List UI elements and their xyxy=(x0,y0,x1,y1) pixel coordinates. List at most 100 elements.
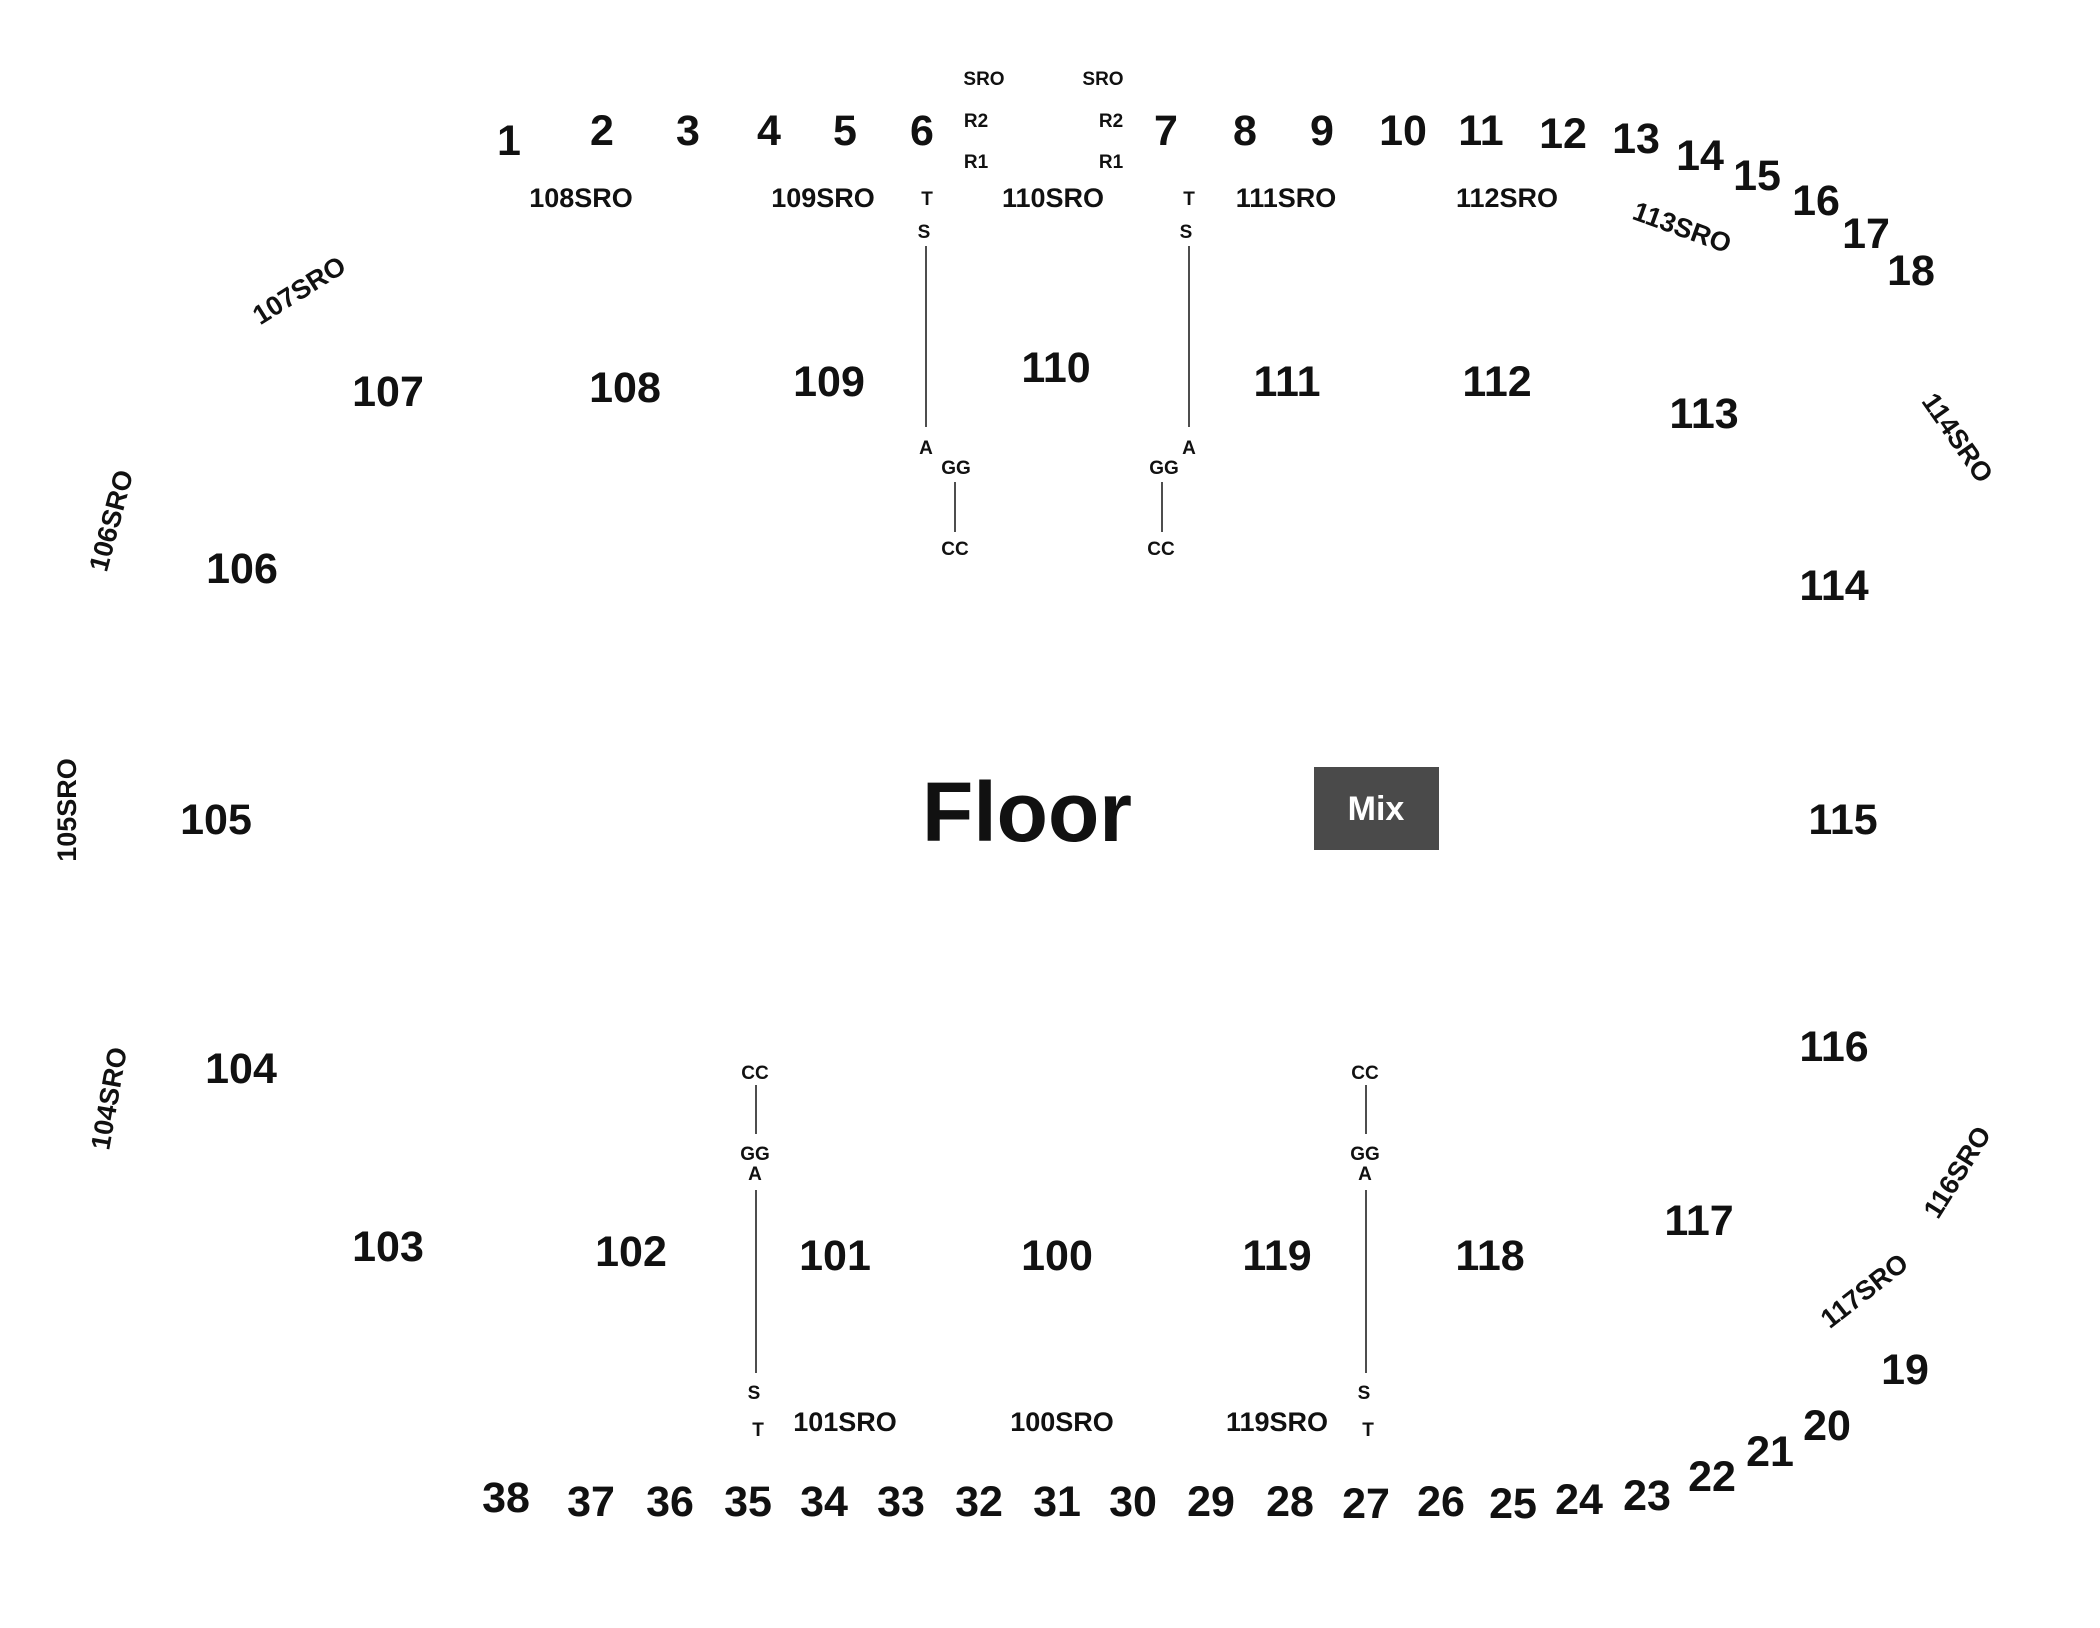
sro-112[interactable]: 112SRO xyxy=(1456,183,1558,213)
marker-s-top-right: S xyxy=(1180,222,1193,243)
row-12[interactable]: 12 xyxy=(1539,110,1587,158)
row-20[interactable]: 20 xyxy=(1803,1402,1851,1450)
sro-117[interactable]: 117SRO xyxy=(1815,1248,1914,1334)
section-110[interactable]: 110 xyxy=(1021,344,1090,392)
marker-cc-top-right: CC xyxy=(1147,539,1175,560)
marker-gg-bottom-left: GG xyxy=(740,1144,770,1165)
row-9[interactable]: 9 xyxy=(1310,107,1334,155)
row-16[interactable]: 16 xyxy=(1792,177,1840,225)
section-106[interactable]: 106 xyxy=(206,545,278,593)
marker-s-bottom-left: S xyxy=(748,1383,761,1404)
row-8[interactable]: 8 xyxy=(1233,107,1257,155)
row-4[interactable]: 4 xyxy=(757,107,781,155)
row-25[interactable]: 25 xyxy=(1489,1480,1537,1528)
section-115[interactable]: 115 xyxy=(1808,796,1877,844)
sro-105[interactable]: 105SRO xyxy=(52,758,82,862)
section-104[interactable]: 104 xyxy=(205,1045,277,1093)
marker-a-top-right: A xyxy=(1182,438,1196,459)
row-32[interactable]: 32 xyxy=(955,1478,1003,1526)
section-116[interactable]: 116 xyxy=(1799,1023,1868,1071)
marker-t-top-left: T xyxy=(921,189,933,210)
section-103[interactable]: 103 xyxy=(352,1223,424,1271)
section-119[interactable]: 119 xyxy=(1242,1232,1311,1280)
marker-s-top-left: S xyxy=(918,222,931,243)
row-7[interactable]: 7 xyxy=(1154,107,1178,155)
section-114[interactable]: 114 xyxy=(1799,562,1868,610)
sro-106[interactable]: 106SRO xyxy=(83,467,139,575)
marker-r1-left: R1 xyxy=(964,152,989,173)
marker-cc-bottom-left: CC xyxy=(741,1063,769,1084)
row-13[interactable]: 13 xyxy=(1612,115,1660,163)
floor-label: Floor xyxy=(922,765,1132,859)
row-31[interactable]: 31 xyxy=(1033,1478,1081,1526)
row-22[interactable]: 22 xyxy=(1688,1453,1736,1501)
row-10[interactable]: 10 xyxy=(1379,107,1427,155)
row-36[interactable]: 36 xyxy=(646,1478,694,1526)
row-30[interactable]: 30 xyxy=(1109,1478,1157,1526)
marker-s-bottom-right: S xyxy=(1358,1383,1371,1404)
marker-cc-top-left: CC xyxy=(941,539,969,560)
row-35[interactable]: 35 xyxy=(724,1478,772,1526)
section-113[interactable]: 113 xyxy=(1669,390,1738,438)
sro-114[interactable]: 114SRO xyxy=(1916,387,1999,488)
sro-113[interactable]: 113SRO xyxy=(1629,196,1735,259)
section-101[interactable]: 101 xyxy=(799,1232,871,1280)
row-28[interactable]: 28 xyxy=(1266,1478,1314,1526)
sro-110[interactable]: 110SRO xyxy=(1002,183,1104,213)
marker-a-bottom-right: A xyxy=(1358,1164,1372,1185)
row-19[interactable]: 19 xyxy=(1881,1346,1929,1394)
marker-t-bottom-left: T xyxy=(752,1420,764,1441)
row-34[interactable]: 34 xyxy=(800,1478,848,1526)
row-6[interactable]: 6 xyxy=(910,107,934,155)
marker-sro-right: SRO xyxy=(1082,69,1123,90)
row-24[interactable]: 24 xyxy=(1555,1476,1603,1524)
mix-box xyxy=(1314,767,1439,850)
row-11[interactable]: 11 xyxy=(1458,107,1503,155)
row-3[interactable]: 3 xyxy=(676,107,700,155)
sro-100[interactable]: 100SRO xyxy=(1010,1407,1114,1437)
marker-r2-left: R2 xyxy=(964,111,988,132)
section-118[interactable]: 118 xyxy=(1455,1232,1524,1280)
mix-position[interactable]: Mix xyxy=(1314,767,1439,850)
row-23[interactable]: 23 xyxy=(1623,1472,1671,1520)
row-17[interactable]: 17 xyxy=(1842,210,1890,258)
sro-111[interactable]: 111SRO xyxy=(1236,183,1337,213)
sro-104[interactable]: 104SRO xyxy=(85,1045,133,1152)
marker-gg-top-right: GG xyxy=(1149,458,1179,479)
sro-109[interactable]: 109SRO xyxy=(771,183,875,213)
section-100[interactable]: 100 xyxy=(1021,1232,1093,1280)
row-5[interactable]: 5 xyxy=(833,107,857,155)
row-26[interactable]: 26 xyxy=(1417,1478,1465,1526)
row-29[interactable]: 29 xyxy=(1187,1478,1235,1526)
section-102[interactable]: 102 xyxy=(595,1228,667,1276)
row-37[interactable]: 37 xyxy=(567,1478,615,1526)
row-15[interactable]: 15 xyxy=(1733,152,1781,200)
marker-t-bottom-right: T xyxy=(1362,1420,1374,1441)
sro-108[interactable]: 108SRO xyxy=(529,183,633,213)
sro-101[interactable]: 101SRO xyxy=(793,1407,897,1437)
section-112[interactable]: 112 xyxy=(1462,358,1531,406)
section-105[interactable]: 105 xyxy=(180,796,252,844)
row-21[interactable]: 21 xyxy=(1746,1428,1794,1476)
section-108[interactable]: 108 xyxy=(589,364,661,412)
sro-107[interactable]: 107SRO xyxy=(247,250,351,330)
row-18[interactable]: 18 xyxy=(1887,247,1935,295)
section-117[interactable]: 117 xyxy=(1664,1197,1733,1245)
marker-cc-bottom-right: CC xyxy=(1351,1063,1379,1084)
row-33[interactable]: 33 xyxy=(877,1478,925,1526)
marker-gg-bottom-right: GG xyxy=(1350,1144,1380,1165)
section-107[interactable]: 107 xyxy=(352,368,424,416)
row-1[interactable]: 1 xyxy=(497,117,521,165)
sro-116[interactable]: 116SRO xyxy=(1918,1121,1998,1223)
sro-119[interactable]: 119SRO xyxy=(1226,1407,1328,1437)
row-27[interactable]: 27 xyxy=(1342,1480,1390,1528)
row-2[interactable]: 2 xyxy=(590,107,614,155)
section-111[interactable]: 111 xyxy=(1254,358,1321,406)
section-109[interactable]: 109 xyxy=(793,358,865,406)
mix-label: Mix xyxy=(1348,790,1405,828)
row-38[interactable]: 38 xyxy=(482,1474,530,1522)
marker-r1-right: R1 xyxy=(1099,152,1124,173)
marker-a-top-left: A xyxy=(919,438,933,459)
row-14[interactable]: 14 xyxy=(1676,132,1724,180)
